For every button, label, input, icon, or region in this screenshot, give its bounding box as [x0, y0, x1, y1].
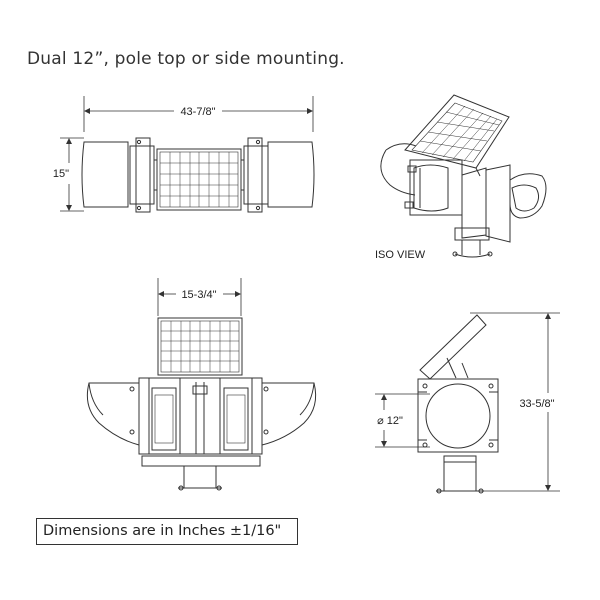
side-view: 33-5/8" ⌀ 12" [375, 312, 560, 494]
iso-view: ISO VIEW [375, 94, 547, 261]
dimensions-note: Dimensions are in Inches ±1/16" [36, 518, 298, 545]
iso-view-label: ISO VIEW [375, 249, 426, 261]
top-height-label: 15" [53, 168, 69, 180]
diameter-label: ⌀ 12" [377, 415, 403, 427]
side-height-label: 33-5/8" [519, 398, 554, 410]
front-width-label: 15-3/4" [181, 289, 216, 301]
front-view: 15-3/4" [86, 278, 317, 491]
top-width-label: 43-7/8" [180, 106, 215, 118]
drawing-title: Dual 12”, pole top or side mounting. [27, 49, 345, 69]
top-view: 43-7/8" 15" [53, 96, 315, 213]
